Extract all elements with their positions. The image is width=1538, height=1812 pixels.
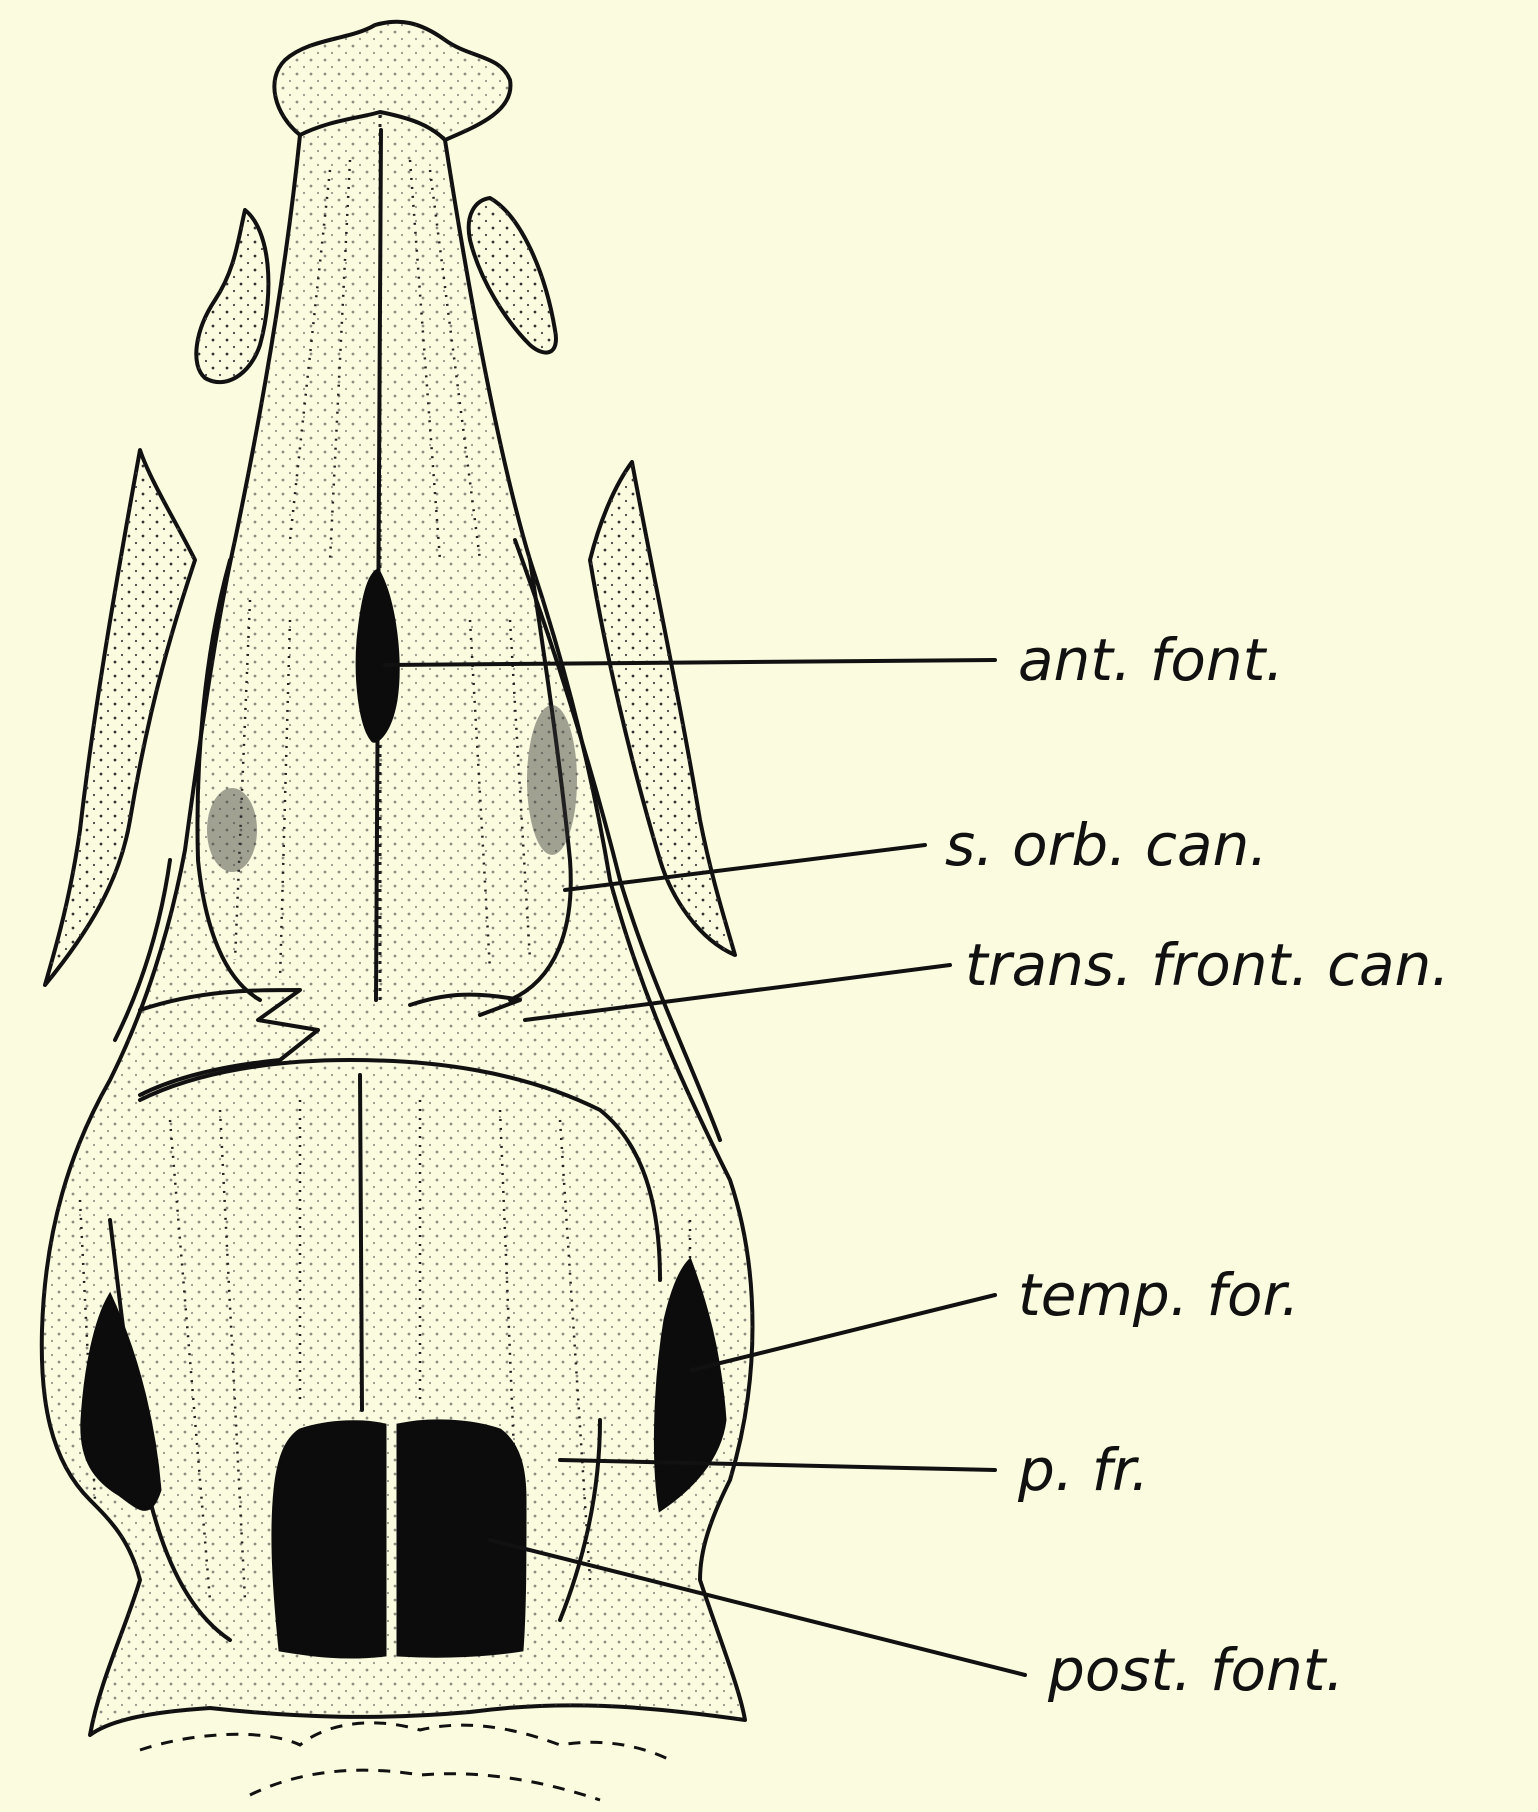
label-post-font: post. font. bbox=[1047, 1636, 1344, 1704]
label-temp-for: temp. for. bbox=[1018, 1261, 1299, 1329]
label-s-orb-can: s. orb. can. bbox=[945, 811, 1268, 879]
posterior-fontanelle-left bbox=[273, 1422, 385, 1657]
label-ant-font: ant. font. bbox=[1018, 626, 1284, 694]
leader-s-orb-can bbox=[565, 845, 925, 890]
labels: ant. font. s. orb. can. trans. front. ca… bbox=[945, 626, 1450, 1704]
label-trans-front-can: trans. front. can. bbox=[965, 931, 1450, 999]
posterior-fontanelle-right bbox=[398, 1421, 525, 1656]
occipital-outline bbox=[140, 1723, 670, 1800]
label-p-fr: p. fr. bbox=[1017, 1436, 1149, 1504]
